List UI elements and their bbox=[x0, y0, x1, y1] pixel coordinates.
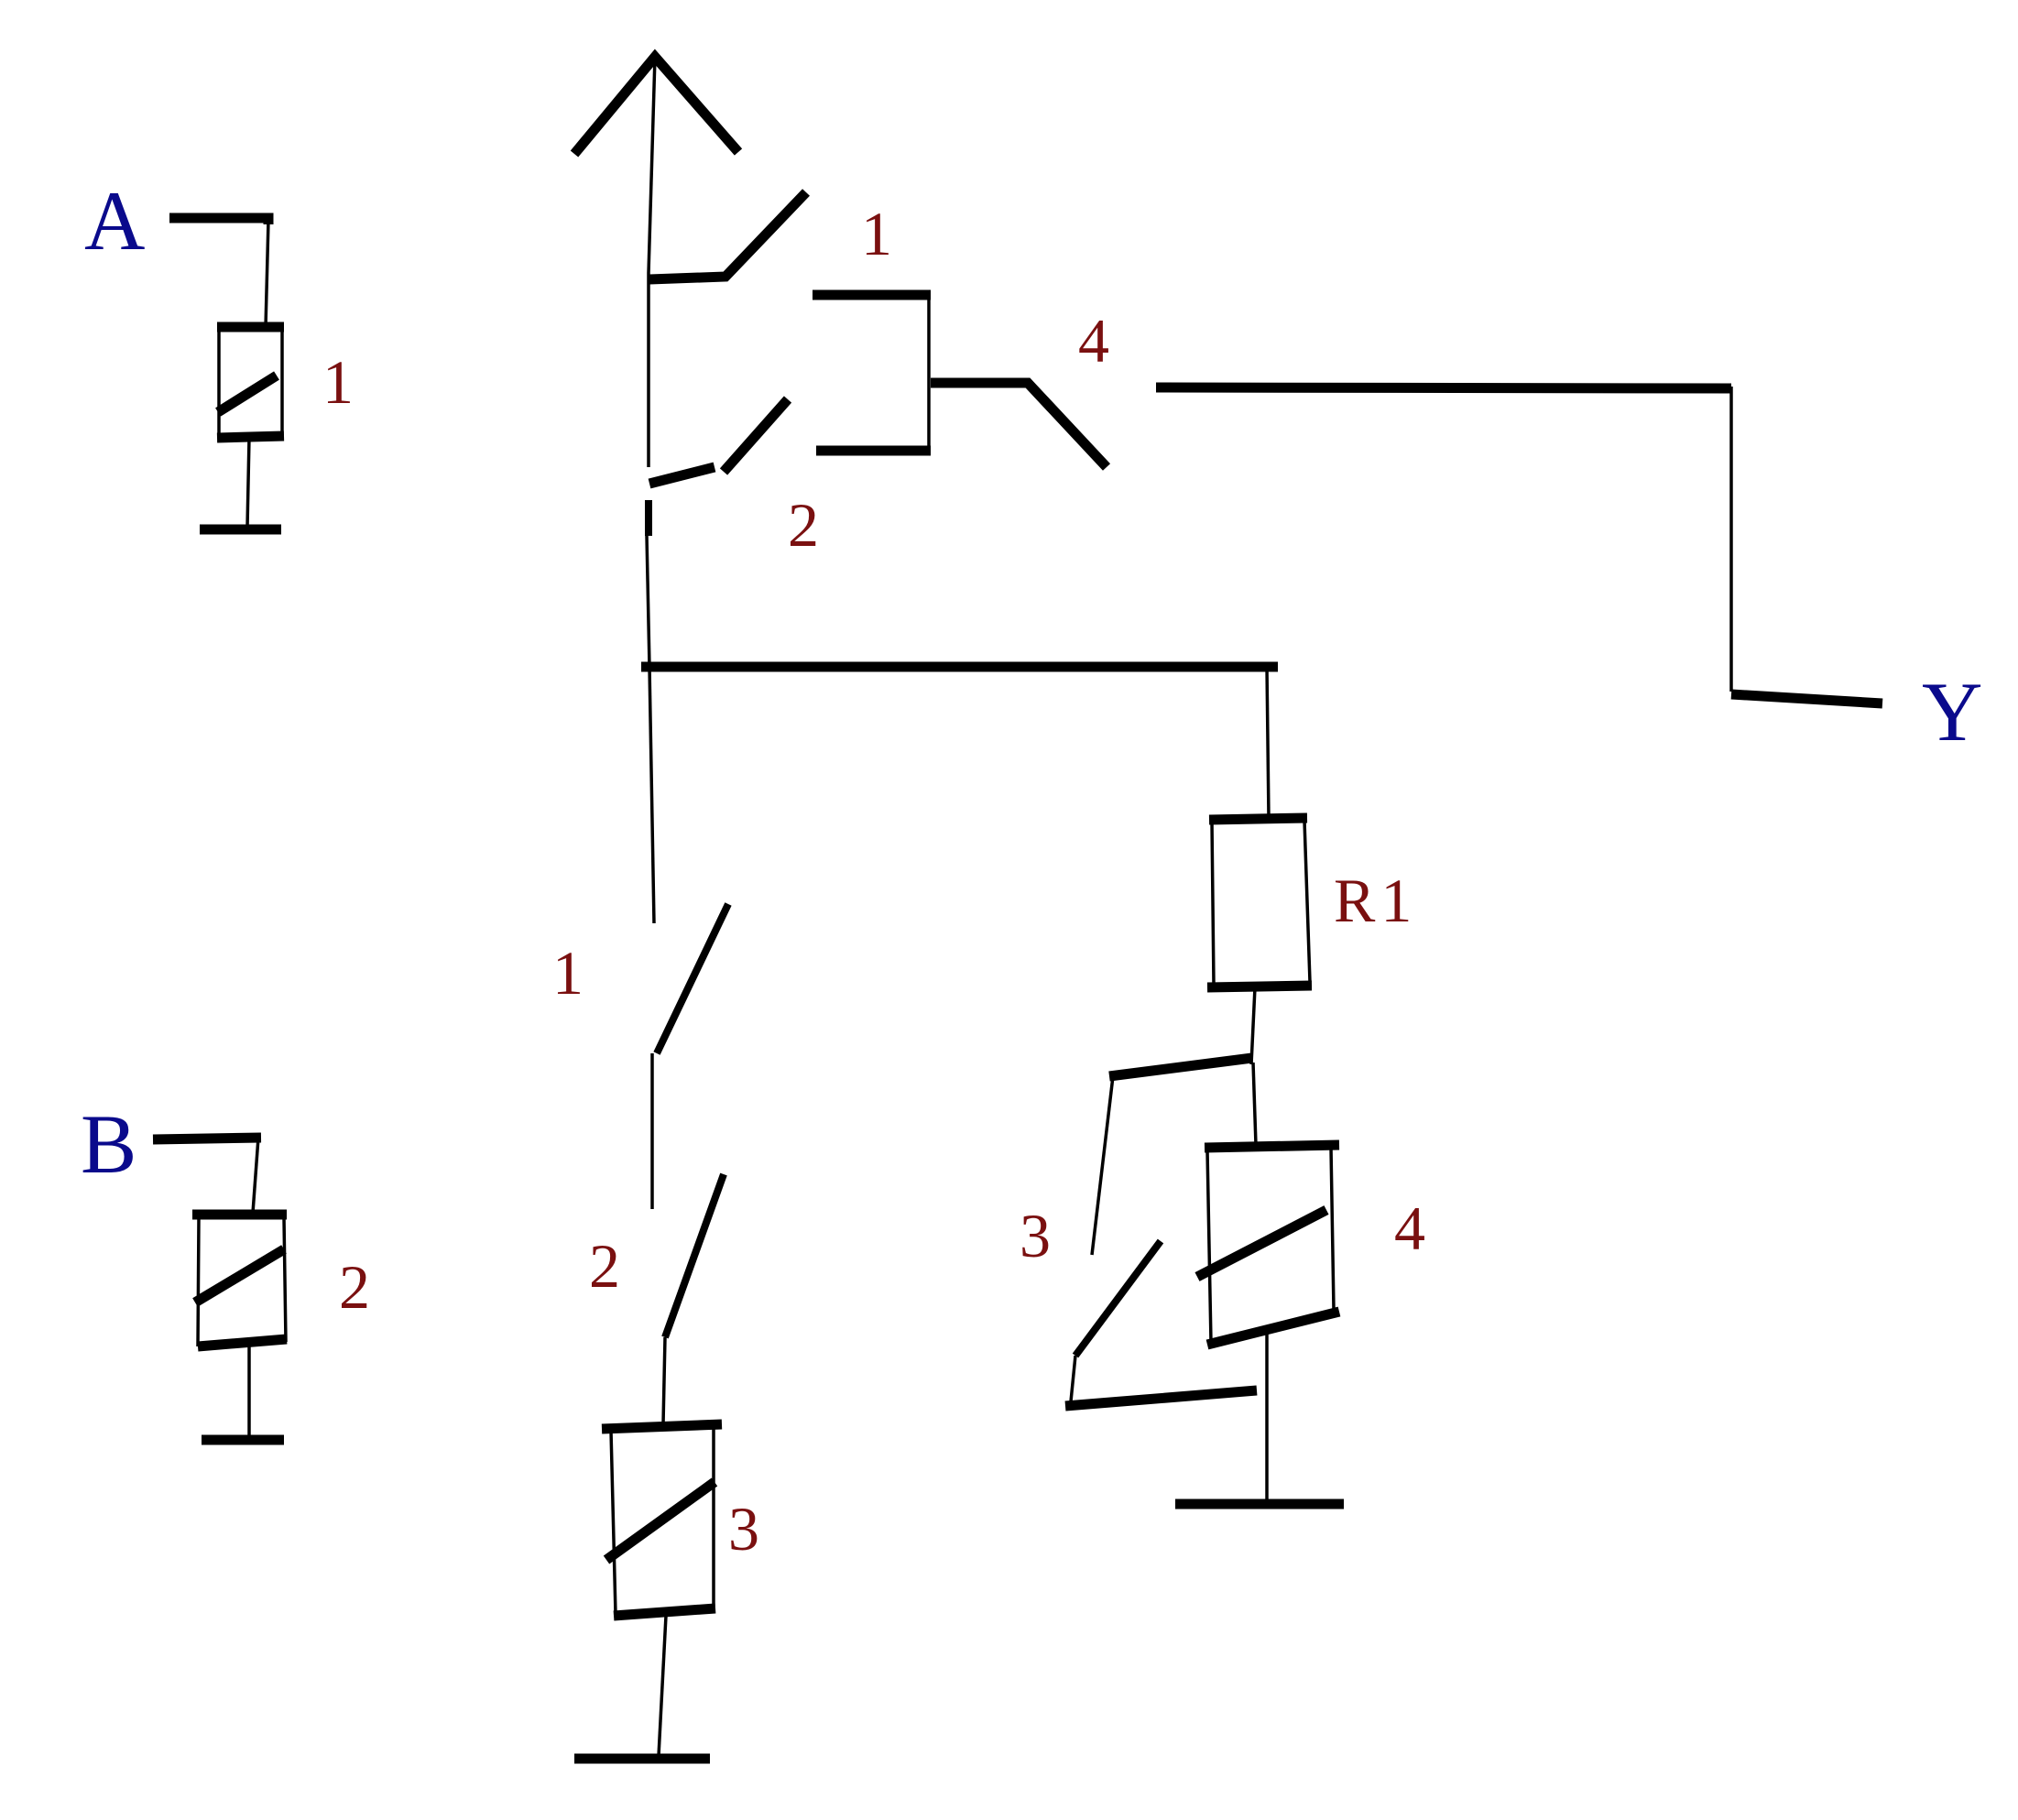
contact-1-upper bbox=[649, 189, 810, 285]
terminal-b-label: B bbox=[81, 1097, 136, 1191]
top-contact-1-label: 1 bbox=[861, 199, 892, 268]
top-contact-2-label: 2 bbox=[788, 490, 819, 560]
relay-1-label: 1 bbox=[322, 347, 354, 417]
lower-contact-2-label: 2 bbox=[589, 1231, 620, 1301]
terminal-a-label: A bbox=[84, 174, 145, 267]
contact-3-label: 3 bbox=[1020, 1201, 1051, 1270]
output-y-wire bbox=[1155, 382, 1732, 394]
terminal-y-label: Y bbox=[1922, 665, 1982, 758]
relay-1-coil-input-a bbox=[169, 213, 285, 535]
series-branch-relay-3 bbox=[574, 666, 732, 1764]
upper-contacts bbox=[645, 189, 1883, 709]
relay-2-coil-input-b bbox=[152, 1132, 288, 1445]
branch-r1-relay-4 bbox=[1064, 666, 1344, 1509]
relay-3-label: 3 bbox=[728, 1494, 759, 1564]
contact-1-lower bbox=[653, 902, 732, 1055]
relay-4-label: 4 bbox=[1394, 1193, 1425, 1263]
contact-3-relay-4 bbox=[1072, 1238, 1164, 1358]
contact-2-upper bbox=[648, 462, 716, 489]
contact-4 bbox=[931, 377, 1111, 471]
contact-2-lower bbox=[661, 1172, 727, 1339]
power-supply-arrow bbox=[570, 49, 743, 274]
lower-contact-1-label: 1 bbox=[552, 938, 584, 1008]
resistor-r1-label: R1 bbox=[1334, 866, 1417, 935]
top-contact-4-label: 4 bbox=[1078, 306, 1109, 376]
relay-2-label: 2 bbox=[339, 1252, 370, 1322]
